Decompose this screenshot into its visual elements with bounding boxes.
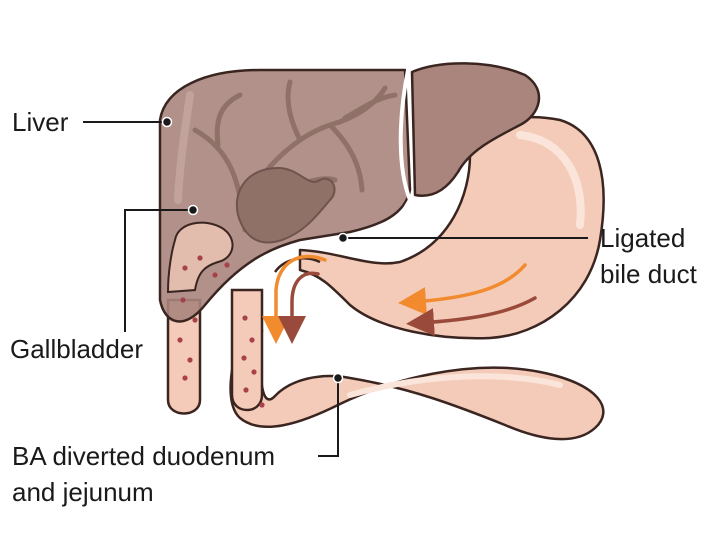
brown-flow-arrow — [406, 296, 537, 337]
label-ligated-duct-line2: bile duct — [600, 259, 697, 289]
leader-lines — [83, 116, 588, 457]
gallbladder — [235, 166, 336, 244]
leader-diverted-dot — [332, 372, 344, 384]
orange-loop-arrow — [262, 254, 327, 344]
label-diverted-line2: and jejunum — [12, 477, 154, 507]
leader-gallbladder — [124, 209, 193, 332]
leader-diverted — [318, 378, 339, 457]
flow-arrows — [262, 254, 537, 344]
orange-flow-arrow — [398, 263, 527, 316]
blood-dots — [177, 255, 265, 408]
label-ligated-duct-line1: Ligated — [600, 223, 686, 253]
leader-gallbladder-dot — [187, 204, 199, 216]
duodenum — [273, 115, 605, 340]
label-diverted-line1: BA diverted duodenum — [12, 441, 276, 471]
brown-loop-arrow — [278, 271, 320, 344]
label-gallbladder: Gallbladder — [10, 334, 143, 364]
leader-ligated-duct-dot — [337, 232, 349, 244]
jejunum-loop — [229, 298, 605, 441]
intestinal-tubes — [166, 288, 264, 415]
leader-liver-dot — [161, 116, 173, 128]
label-liver: Liver — [12, 107, 69, 137]
